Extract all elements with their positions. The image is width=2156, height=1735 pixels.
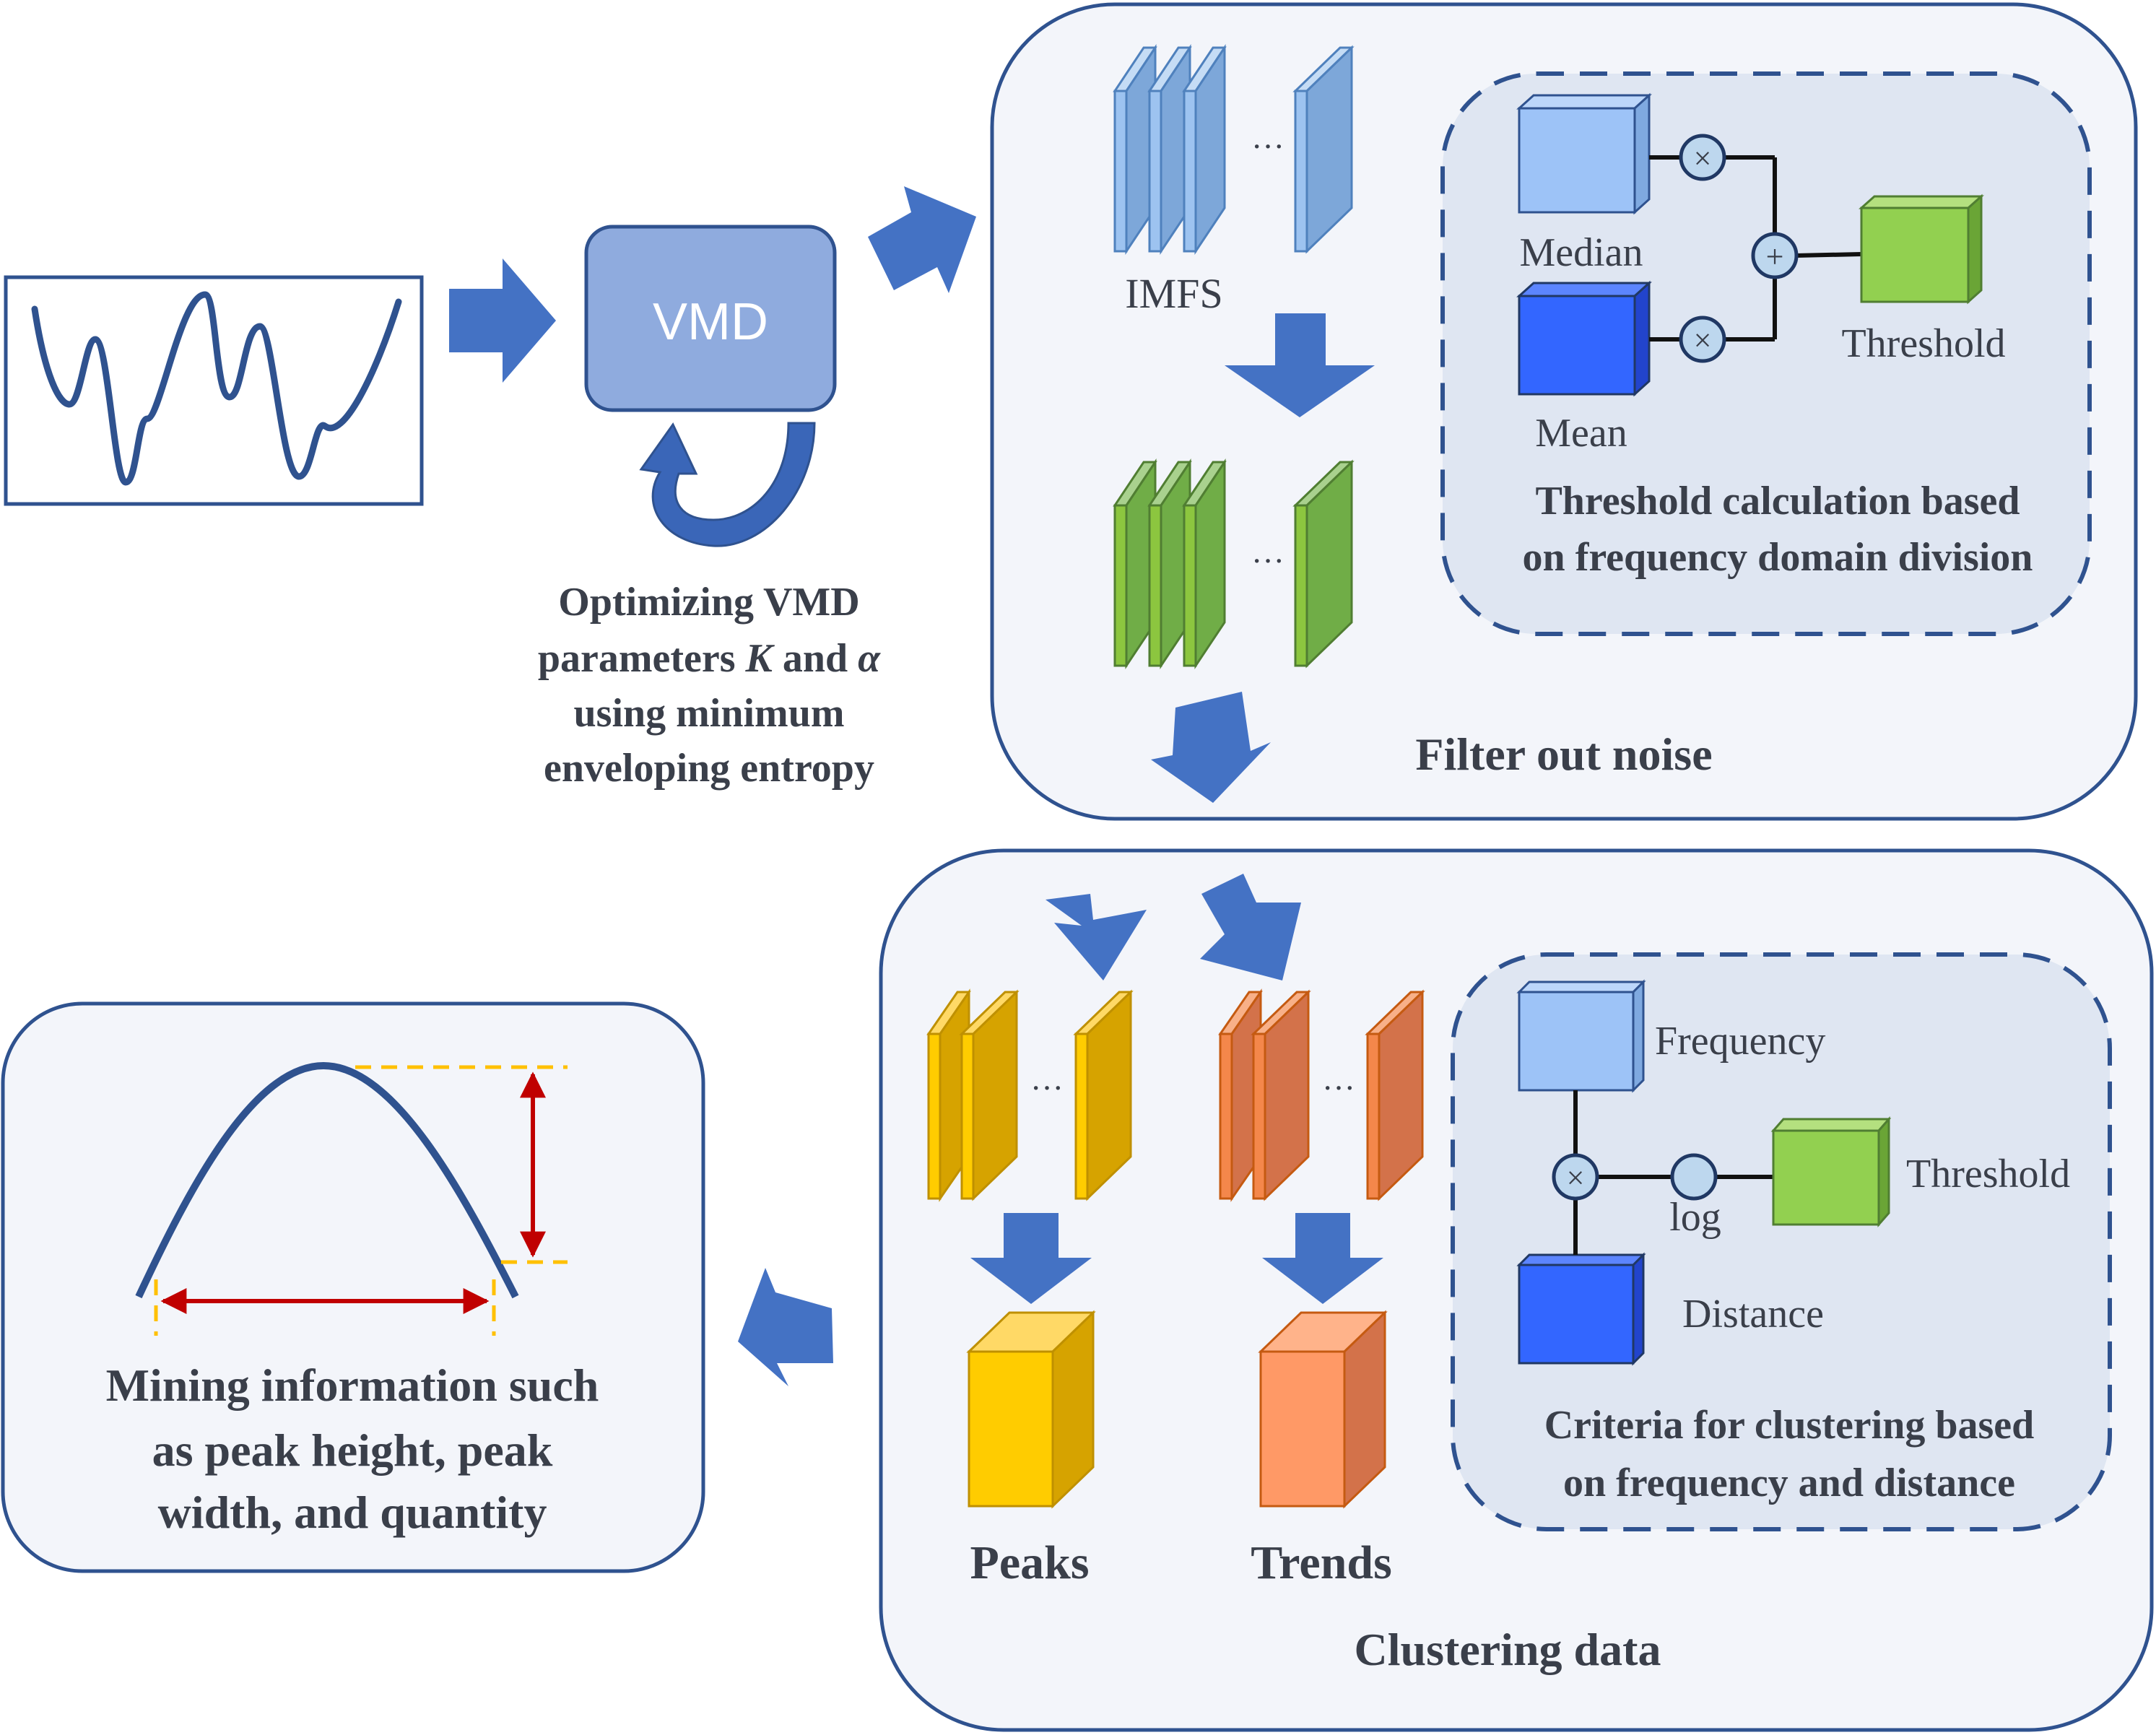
threshold-calculation-box: Median Mean ×	[1440, 71, 2092, 636]
median-multiply-node: ×	[1679, 134, 1726, 181]
clustering-criteria-box: Frequency Distance × log	[1451, 952, 2112, 1531]
criteria-times-symbol: ×	[1567, 1160, 1585, 1196]
peak-guides	[154, 1065, 568, 1336]
imf-green-stack	[1113, 458, 1355, 669]
vmd-label: VMD	[653, 293, 768, 351]
distance-label: Distance	[1682, 1292, 1824, 1336]
arrow-into-trends	[1200, 874, 1301, 980]
peak-curve	[135, 1061, 519, 1299]
frequency-label: Frequency	[1655, 1019, 1825, 1064]
criteria-caption-line-1: Criteria for clustering based	[1544, 1403, 2035, 1448]
arrow-to-peaks	[970, 1213, 1092, 1304]
log-node	[1670, 1153, 1718, 1201]
arrow-filter-to-cluster	[1151, 692, 1271, 803]
mean-times-symbol: ×	[1694, 323, 1712, 358]
sum-node: +	[1751, 232, 1799, 279]
criteria-connectors	[1573, 1090, 1773, 1255]
mining-caption-line-2: as peak height, peak	[152, 1425, 553, 1476]
frequency-cube	[1516, 979, 1646, 1093]
vmd-caption-line-3: using minimum	[574, 691, 845, 736]
input-signal-panel	[4, 275, 424, 506]
peaks-label: Peaks	[970, 1536, 1090, 1589]
criteria-threshold-label: Threshold	[1906, 1152, 2070, 1196]
imf-blue-stack	[1113, 44, 1355, 255]
filter-panel: ··· IMFS ··· Filter out noise Median	[990, 2, 2138, 821]
criteria-multiply-node: ×	[1552, 1153, 1599, 1201]
threshold-connectors	[1649, 155, 1862, 342]
arrow-cluster-to-mining	[738, 1268, 833, 1386]
threshold-caption-line-1: Threshold calculation based	[1535, 479, 2020, 523]
mining-caption-line-3: width, and quantity	[158, 1487, 547, 1538]
vmd-optimization-loop-arrow	[639, 422, 816, 547]
median-cube	[1516, 92, 1652, 215]
imfs-label: IMFS	[1125, 270, 1222, 317]
arrow-to-trends	[1262, 1213, 1383, 1304]
criteria-threshold-cube	[1770, 1116, 1892, 1227]
vmd-caption-line-4: enveloping entropy	[544, 746, 874, 791]
cluster-panel-title: Clustering data	[1355, 1624, 1661, 1675]
trend-stack-ellipsis: ···	[1322, 1069, 1355, 1106]
mining-caption-line-1: Mining information such	[106, 1360, 599, 1411]
trend-stack	[1218, 988, 1425, 1202]
vmd-box	[584, 225, 837, 412]
arrow-imfs-to-filtered	[1225, 313, 1375, 417]
arrow-signal-to-vmd	[449, 258, 556, 383]
cluster-panel: ··· ··· Peaks Trends Clustering data	[879, 848, 2154, 1732]
median-label: Median	[1519, 230, 1643, 275]
plus-symbol: +	[1766, 239, 1784, 274]
vmd-caption-line-1: Optimizing VMD	[558, 580, 859, 625]
peak-stack-ellipsis: ···	[1030, 1069, 1064, 1106]
criteria-box-frame	[1451, 952, 2112, 1531]
peaks-cube	[966, 1310, 1096, 1509]
input-signal-waveform	[31, 291, 402, 486]
filter-threshold-cube	[1859, 193, 1984, 305]
arrow-vmd-to-filter	[868, 186, 976, 293]
filter-threshold-label: Threshold	[1841, 321, 2005, 366]
trends-label: Trends	[1251, 1536, 1392, 1589]
peak-stack	[926, 988, 1134, 1202]
trends-cube	[1258, 1310, 1388, 1509]
mean-cube	[1516, 280, 1652, 397]
arrow-into-peaks	[1046, 894, 1147, 980]
criteria-caption-line-2: on frequency and distance	[1563, 1461, 2015, 1505]
log-label: log	[1669, 1195, 1721, 1240]
mining-panel: Mining information such as peak height, …	[1, 1001, 705, 1573]
imf-blue-ellipsis: ···	[1251, 128, 1285, 165]
median-times-symbol: ×	[1694, 141, 1712, 176]
vmd-stage: VMD Optimizing VMD parameters K and α us…	[538, 225, 881, 791]
vmd-caption-line-2: parameters K and α	[538, 636, 881, 681]
filter-panel-title: Filter out noise	[1415, 729, 1712, 780]
imf-green-ellipsis: ···	[1251, 542, 1285, 579]
threshold-caption-line-2: on frequency domain division	[1523, 535, 2033, 580]
mean-multiply-node: ×	[1679, 316, 1726, 363]
distance-cube	[1516, 1252, 1646, 1366]
mean-label: Mean	[1535, 411, 1627, 456]
